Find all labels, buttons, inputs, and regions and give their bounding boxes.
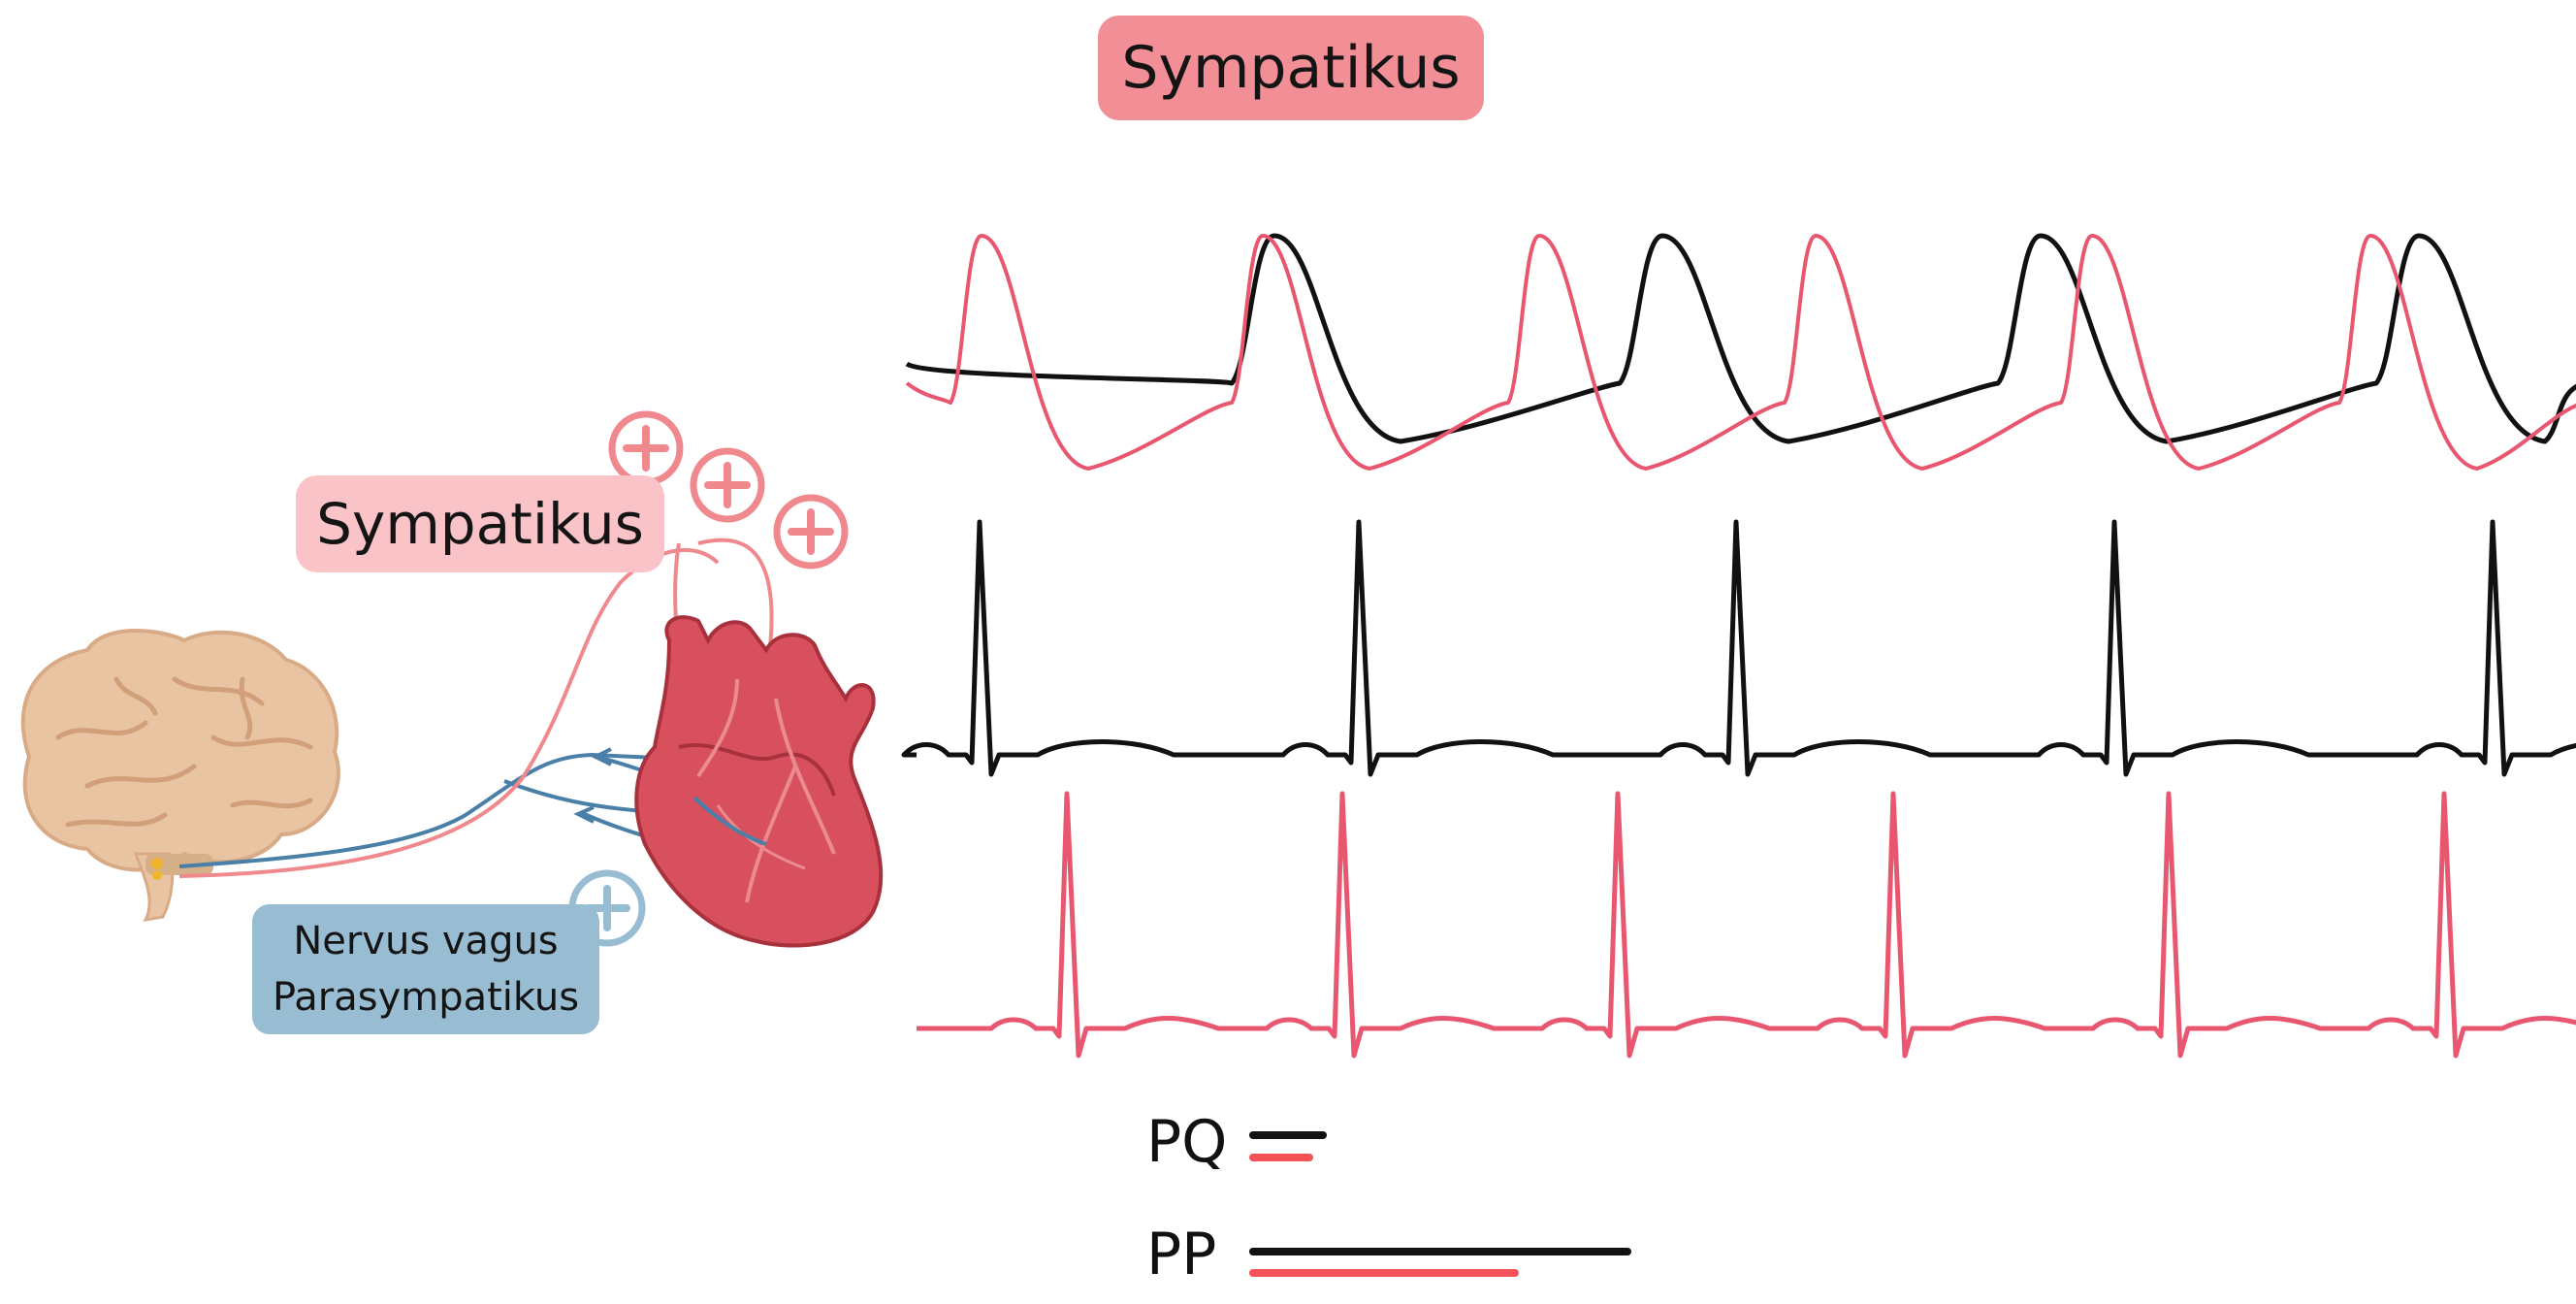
ecg-trace-sympathetic (917, 791, 2576, 1059)
ecg-line-sympathetic (917, 791, 2576, 1059)
brain-icon (20, 629, 340, 922)
action-potential-baseline (905, 233, 2576, 444)
ecg-trace-baseline (901, 519, 2576, 777)
sympathetic-label-badge: Sympatikus (296, 475, 664, 572)
heart-icon (634, 615, 884, 948)
action-potential-sympathetic (905, 234, 2576, 471)
page-title: Sympatikus (1121, 34, 1461, 102)
plus-circle-icon (608, 410, 684, 486)
ecg-line-baseline (901, 519, 2576, 777)
plus-circle-icon (690, 447, 765, 523)
action-potential-line-baseline (905, 233, 2576, 444)
pq-label: PQ (1146, 1108, 1228, 1176)
pq-interval-bars (1249, 1131, 1327, 1161)
pp-label: PP (1146, 1221, 1217, 1288)
vagus-label-badge: Nervus vagus Parasympatikus (252, 904, 599, 1034)
title-badge: Sympatikus (1098, 16, 1484, 120)
action-potential-line-sympathetic (905, 234, 2576, 471)
sympathetic-label: Sympatikus (316, 491, 644, 557)
vagus-label-line1: Nervus vagus (293, 919, 559, 963)
plus-circle-icon (773, 494, 849, 570)
vagus-label-line2: Parasympatikus (272, 975, 580, 1020)
pp-interval-bars (1249, 1248, 1631, 1277)
